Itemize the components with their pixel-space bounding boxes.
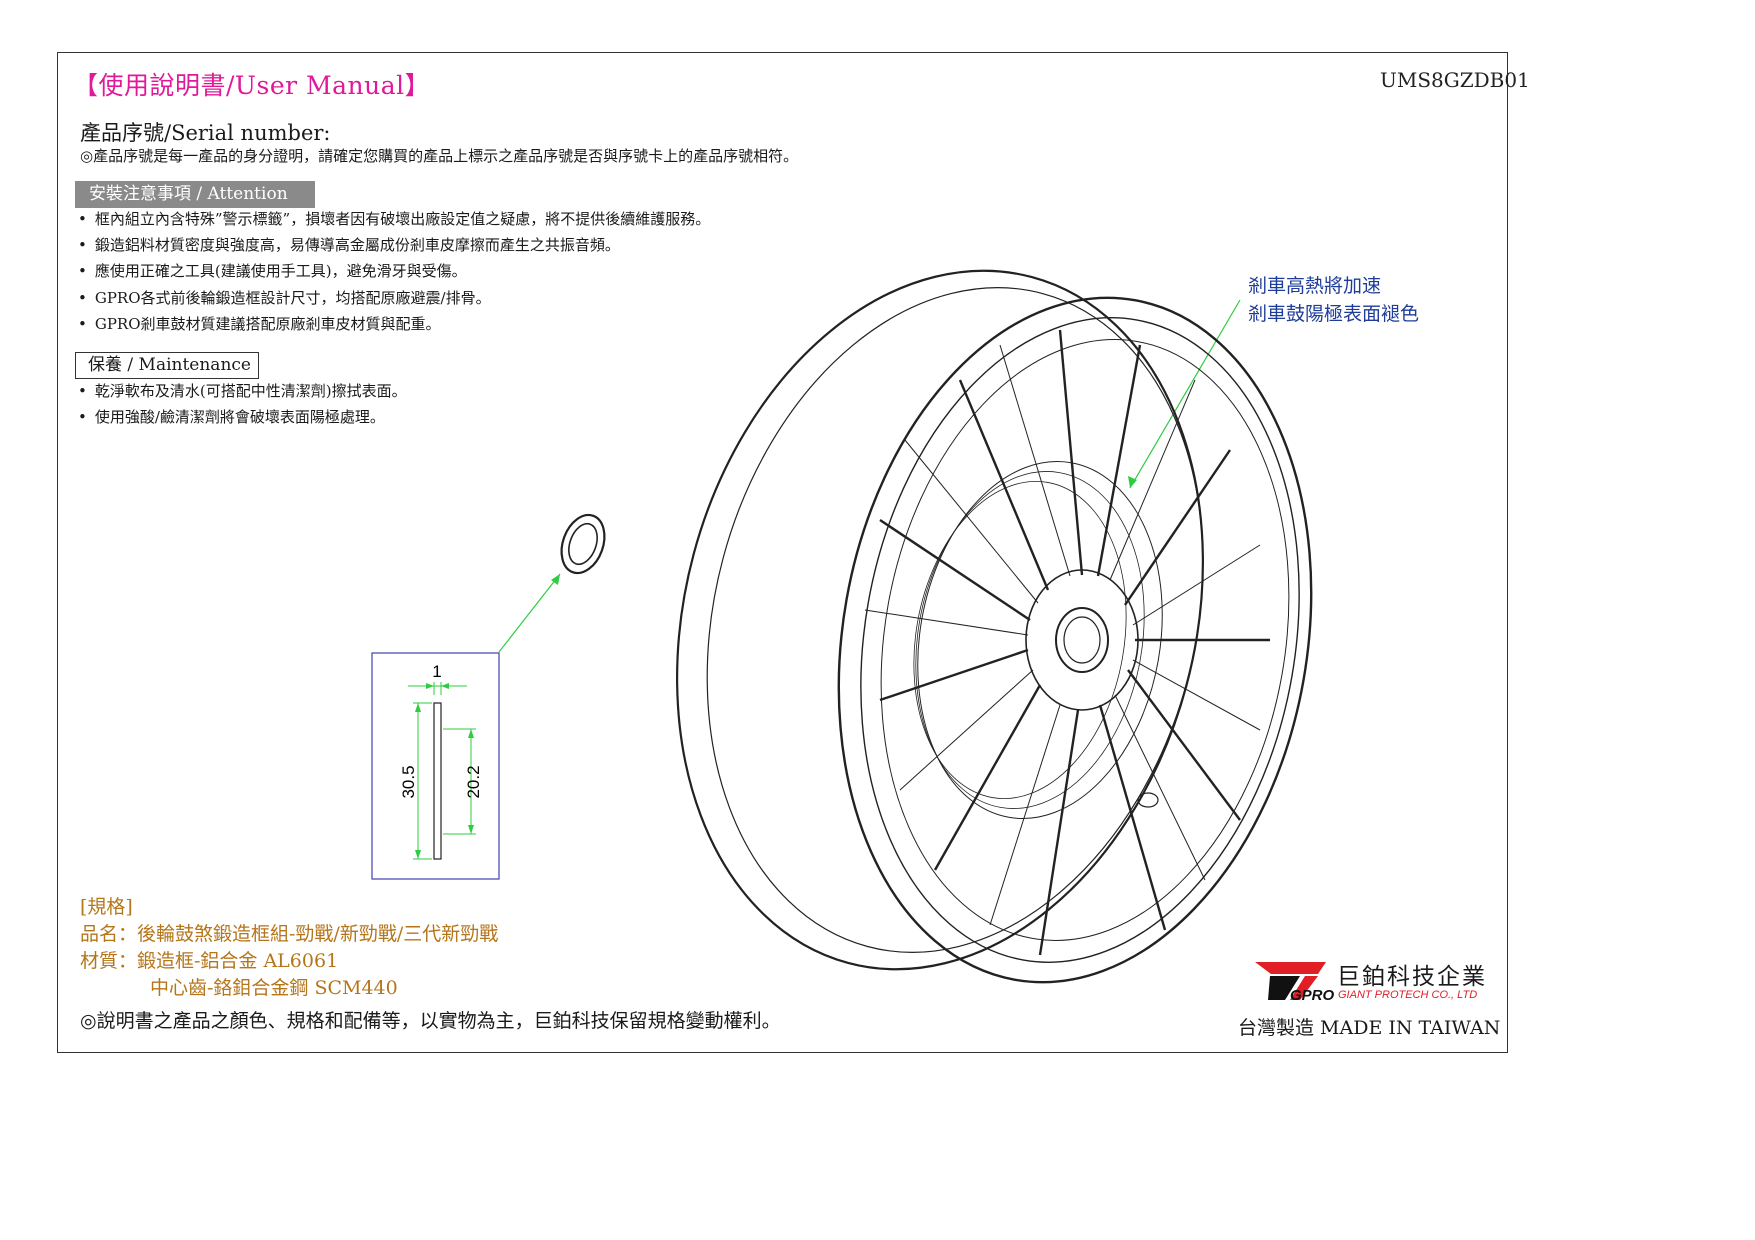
wheel-illustration [676,269,1313,984]
disclaimer-note: ◎說明書之產品之顏色、規格和配備等，以實物為主，巨鉑科技保留規格變動權利。 [80,1010,781,1032]
document-code: UMS8GZDB01 [1380,68,1530,92]
gpro-logo: GPRO [1255,962,1335,1004]
washer-dimension-detail: 1 30.5 20.2 [371,652,500,880]
spec-material-rim: 材質：鍛造框-鋁合金 AL6061 [80,950,339,972]
attention-item: 框內組立內含特殊”警示標籤”，損壞者因有破壞出廠設定值之疑慮，將不提供後續維護服… [78,206,710,232]
made-in-taiwan: 台灣製造 MADE IN TAIWAN [1238,1017,1501,1039]
callout-leader-arrow [1128,476,1137,488]
attention-heading: 安裝注意事項 / Attention [75,181,315,208]
callout-line: 剎車鼓陽極表面褪色 [1248,303,1420,325]
thickness-dimension-label: 1 [432,662,441,681]
maintenance-item: 使用強酸/鹼清潔劑將會破壞表面陽極處理。 [78,404,385,430]
serial-number-note: ◎產品序號是每一產品的身分證明，請確定您購買的產品上標示之產品序號是否與序號卡上… [80,147,799,165]
callout-leader-line [1129,299,1241,489]
brake-heat-callout: 剎車高熱將加速 剎車鼓陽極表面褪色 [1248,272,1419,328]
company-name-cn: 巨鉑科技企業 [1337,964,1487,990]
washer-leader-arrow [551,574,560,585]
attention-item: 鍛造鋁料材質密度與強度高，易傳導高金屬成份剎車皮摩擦而產生之共振音頻。 [78,232,620,258]
logo-text: GPRO [1290,987,1335,1004]
attention-item: 應使用正確之工具(建議使用手工具)，避免滑牙與受傷。 [78,258,467,284]
company-name-en: GIANT PROTECH CO., LTD [1338,989,1478,1001]
washer-leader-line [498,573,561,653]
outer-dimension-label: 30.5 [399,765,418,798]
spec-product-name: 品名：後輪鼓煞鍛造框組-勁戰/新勁戰/三代新勁戰 [80,923,499,945]
callout-line: 剎車高熱將加速 [1248,275,1382,297]
maintenance-item: 乾淨軟布及清水(可搭配中性清潔劑)擦拭表面。 [78,378,407,404]
page-frame [57,52,1508,1053]
serial-number-label: 產品序號/Serial number: [80,121,331,145]
page-title: 【使用說明書/User Manual】 [73,71,431,100]
inner-dimension-label: 20.2 [464,765,483,798]
washer-part [560,513,606,575]
technical-drawing: 1 30.5 20.2 [371,269,1335,1004]
spec-material-hub: 中心齒-鉻鉬合金鋼 SCM440 [150,977,398,999]
attention-item: GPRO各式前後輪鍛造框設計尺寸，均搭配原廠避震/排骨。 [78,285,491,311]
spec-heading: [規格] [80,896,133,918]
attention-item: GPRO剎車鼓材質建議搭配原廠剎車皮材質與配重。 [78,311,441,337]
